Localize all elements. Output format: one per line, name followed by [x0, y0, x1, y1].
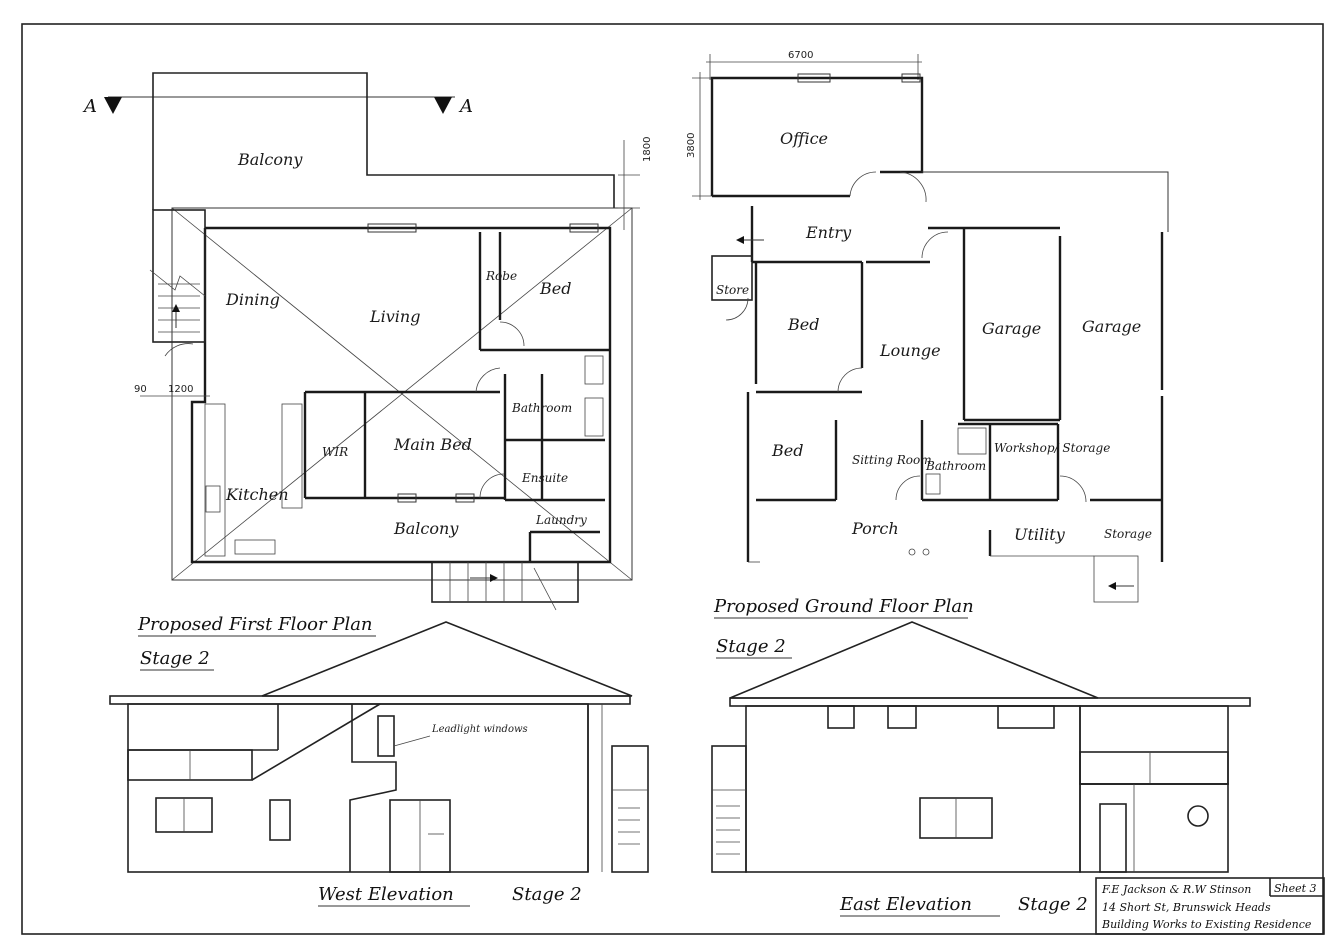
stair-left: [152, 209, 206, 343]
hip-line-2: [171, 207, 633, 581]
room-entry: Entry: [805, 223, 852, 242]
section-arrow-right: [434, 97, 452, 114]
ground-floor-plan: 6700 3800: [686, 50, 1169, 659]
title-block-sheet: Sheet 3: [1274, 882, 1317, 895]
title-block: F.E Jackson & R.W Stinson Sheet 3 14 Sho…: [1095, 877, 1325, 935]
roof-outline: [171, 207, 633, 581]
room-storage: Storage: [1104, 527, 1152, 541]
room-balcony-top: Balcony: [237, 150, 303, 169]
west-elevation: Leadlight windows West Elevation Stage 2: [109, 621, 649, 907]
room-sitting: Sitting Room: [852, 453, 932, 467]
east-elevation-title: East Elevation: [839, 894, 972, 915]
east-elevation-stage: Stage 2: [1018, 894, 1088, 915]
room-bathroom-ground: Bathroom: [925, 459, 986, 473]
leadlight-note: Leadlight windows: [431, 724, 528, 735]
ground-floor-stage: Stage 2: [716, 636, 786, 657]
store: [711, 255, 753, 301]
room-main-bed: Main Bed: [393, 435, 472, 454]
room-utility: Utility: [1014, 525, 1066, 544]
room-robe: Robe: [485, 269, 517, 283]
dim-1800: 1800: [642, 137, 653, 162]
room-porch: Porch: [851, 519, 899, 538]
room-laundry: Laundry: [535, 513, 587, 527]
room-bed: Bed: [539, 279, 571, 298]
west-elevation-stage: Stage 2: [512, 884, 582, 905]
west-elevation-title: West Elevation: [318, 884, 454, 905]
ground-floor-title: Proposed Ground Floor Plan: [713, 596, 974, 617]
first-floor-stage: Stage 2: [140, 648, 210, 669]
sheet-border: [21, 23, 1324, 935]
room-bathroom: Bathroom: [511, 401, 572, 415]
east-elevation: East Elevation Stage 2: [711, 621, 1251, 917]
dim-90: 90: [134, 384, 147, 395]
title-block-description: Building Works to Existing Residence: [1101, 918, 1312, 931]
east-door: [1099, 803, 1127, 873]
section-arrow-left: [104, 97, 122, 114]
room-bed-1: Bed: [787, 315, 819, 334]
dim-6700: 6700: [788, 50, 813, 61]
room-wir: WIR: [322, 445, 348, 459]
east-roof: [729, 621, 1099, 699]
room-garage-1: Garage: [982, 319, 1041, 338]
room-garage-2: Garage: [1082, 317, 1141, 336]
office-walls: [710, 76, 924, 196]
title-block-owners: F.E Jackson & R.W Stinson: [1101, 883, 1251, 896]
window: [569, 223, 599, 233]
room-dining: Dining: [225, 290, 280, 309]
room-workshop: Workshop/ Storage: [994, 441, 1110, 455]
leadlight-window: [377, 715, 395, 757]
room-living: Living: [369, 307, 420, 326]
room-lounge: Lounge: [879, 341, 941, 360]
east-wall: [745, 705, 1081, 873]
room-balcony-bottom: Balcony: [393, 519, 459, 538]
dim-3800: 3800: [686, 133, 697, 158]
title-block-address: 14 Short St, Brunswick Heads: [1102, 901, 1271, 914]
first-floor-plan: A A: [82, 72, 653, 671]
section-label-left: A: [82, 96, 97, 117]
room-kitchen: Kitchen: [225, 485, 289, 504]
stair-bottom: [431, 561, 579, 603]
room-office: Office: [780, 129, 828, 148]
first-floor-walls: [190, 226, 612, 564]
room-ensuite: Ensuite: [521, 471, 568, 485]
room-bed-2: Bed: [771, 441, 803, 460]
first-floor-title: Proposed First Floor Plan: [137, 614, 373, 635]
dim-1200: 1200: [168, 384, 193, 395]
top-balcony-outline: [152, 72, 615, 210]
window: [367, 223, 417, 233]
section-label-right: A: [458, 96, 473, 117]
room-store: Store: [716, 283, 749, 297]
